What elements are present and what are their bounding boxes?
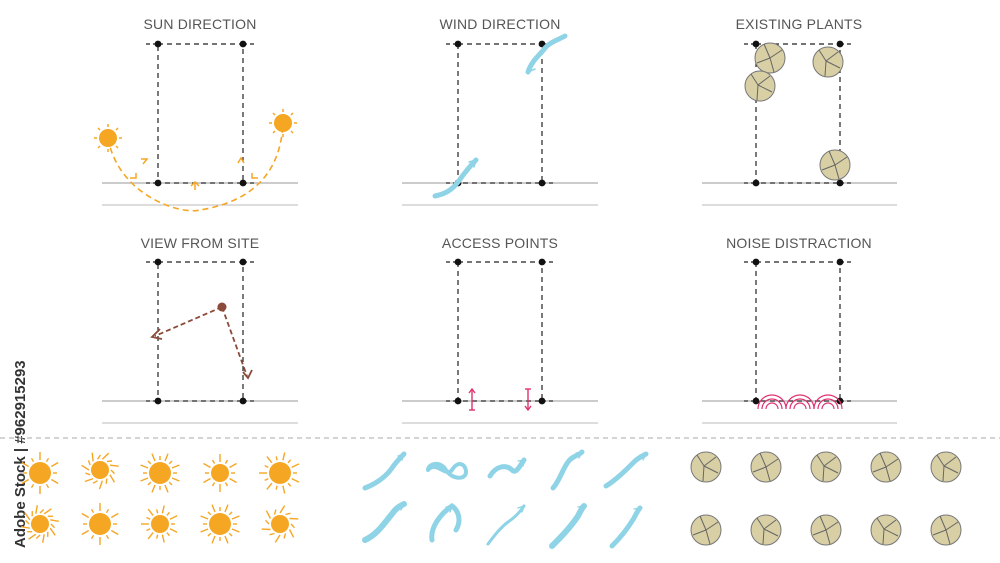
- corner-node: [752, 397, 760, 405]
- sun-icon: [141, 505, 178, 543]
- access-arrow-in: [468, 387, 476, 411]
- corner-node: [836, 258, 844, 266]
- tree-icon: [870, 514, 902, 546]
- title-view-from-site: VIEW FROM SITE: [140, 235, 260, 251]
- corner-node: [538, 179, 546, 187]
- wind-arrow-icon: [550, 449, 585, 491]
- view-arrowhead: [150, 328, 163, 340]
- site-frame: [702, 40, 897, 206]
- corner-node: [239, 258, 247, 266]
- site-frame: [102, 258, 298, 424]
- sun-path: [107, 122, 284, 212]
- corner-node: [454, 258, 462, 266]
- sun-icon: [259, 452, 300, 494]
- wind-arrow-bottom: [432, 157, 479, 199]
- tree-icon-set: [690, 451, 962, 546]
- title-noise-distraction: NOISE DISTRACTION: [726, 235, 872, 251]
- corner-node: [154, 258, 162, 266]
- wind-arrow-icon: [486, 504, 526, 546]
- tree-icon: [812, 46, 844, 78]
- corner-node: [154, 397, 162, 405]
- tree-icon: [750, 451, 782, 483]
- view-point: [217, 302, 227, 312]
- tree-icon: [870, 451, 902, 483]
- sun-icon: [21, 452, 59, 494]
- tree-icon: [690, 514, 722, 546]
- tree-icon: [690, 451, 722, 483]
- corner-node: [454, 397, 462, 405]
- tree-icon: [744, 70, 776, 102]
- corner-node: [154, 40, 162, 48]
- site-frames: [102, 40, 897, 424]
- wind-arrow-icon: [426, 462, 469, 480]
- tree-icon: [819, 149, 851, 181]
- wind-arrow-set: [362, 449, 649, 549]
- tree-icon: [930, 451, 962, 483]
- sun-icon: [203, 454, 237, 492]
- corner-node: [538, 397, 546, 405]
- tree-icon: [754, 42, 786, 74]
- view-lines: [154, 306, 248, 377]
- site-frame: [402, 258, 598, 424]
- sun-icon: [140, 453, 180, 493]
- access-arrow-out: [524, 388, 532, 412]
- tree-icon: [810, 514, 842, 546]
- sun-icon: [261, 505, 299, 543]
- corner-node: [239, 40, 247, 48]
- tree-icon: [810, 451, 842, 483]
- site-frame: [702, 258, 897, 424]
- wind-arrow-icon: [609, 505, 643, 549]
- corner-node: [836, 40, 844, 48]
- site-frame: [402, 40, 598, 206]
- wind-arrow-icon: [549, 503, 587, 549]
- sun-icon: [21, 505, 59, 543]
- site-frame: [102, 40, 298, 206]
- wind-arrow-icon: [362, 451, 407, 491]
- corner-node: [454, 40, 462, 48]
- wind-arrow-icon: [487, 457, 527, 479]
- sun-icon: [81, 503, 119, 545]
- tree-icon: [750, 514, 782, 546]
- sun-arrow-marks: [130, 156, 258, 190]
- wind-arrow-icon: [362, 501, 407, 543]
- tree-icon: [930, 514, 962, 546]
- title-sun-direction: SUN DIRECTION: [143, 16, 257, 32]
- sun-icon: [81, 452, 119, 490]
- corner-node: [836, 179, 844, 187]
- corner-node: [752, 40, 760, 48]
- view-arrowhead: [242, 369, 253, 380]
- corner-node: [239, 179, 247, 187]
- title-existing-plants: EXISTING PLANTS: [735, 16, 863, 32]
- sun-icon: [200, 504, 240, 544]
- corner-node: [752, 179, 760, 187]
- sun-icon-set: [21, 452, 300, 545]
- sun-icon-east: [94, 124, 122, 152]
- corner-node: [239, 397, 247, 405]
- title-access-points: ACCESS POINTS: [441, 235, 559, 251]
- sun-icon-west: [269, 109, 297, 137]
- wind-arrow-icon: [603, 451, 649, 489]
- corner-node: [538, 258, 546, 266]
- title-wind-direction: WIND DIRECTION: [439, 16, 561, 32]
- noise-waves: [757, 394, 843, 410]
- corner-node: [752, 258, 760, 266]
- wind-arrow-top: [525, 33, 568, 75]
- corner-node: [154, 179, 162, 187]
- wind-arrow-icon: [429, 502, 462, 543]
